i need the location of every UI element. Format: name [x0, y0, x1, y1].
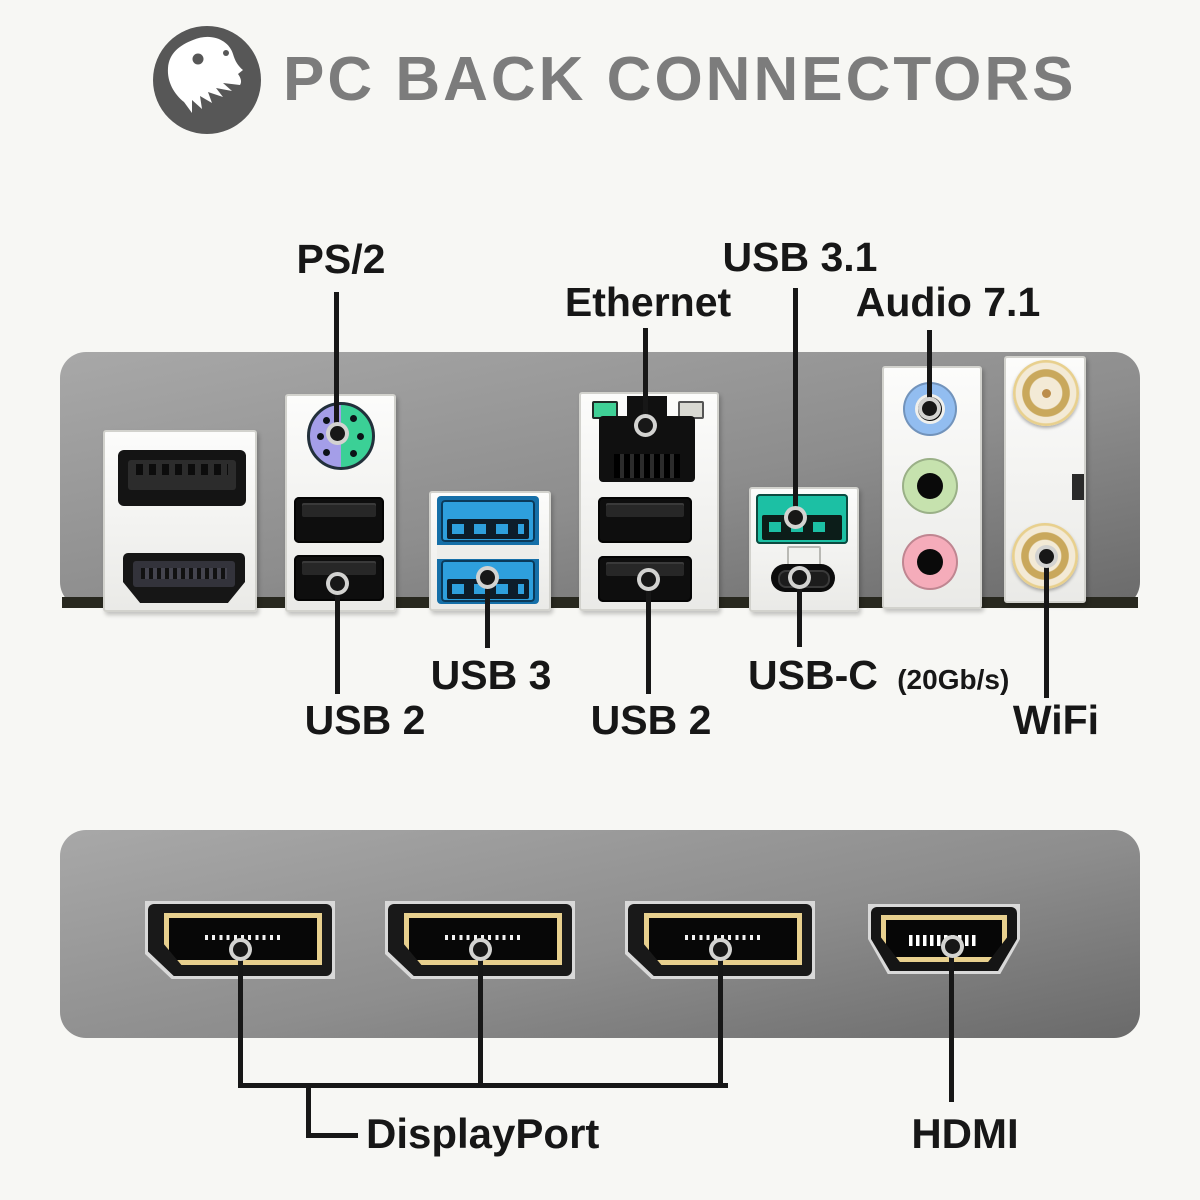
- pointer-line-wifi: [1044, 556, 1049, 698]
- audio-io-block: [882, 366, 982, 609]
- audio-jack-line-out: [902, 458, 958, 514]
- label-ethernet: Ethernet: [564, 279, 732, 325]
- pointer-line-usb31: [793, 288, 798, 517]
- usb31-usbc-io-block: [749, 487, 859, 612]
- pointer-dot-usb3: [476, 566, 499, 589]
- label-usb2-left: USB 2: [304, 697, 426, 743]
- ps2-pin: [350, 450, 357, 457]
- label-ps2: PS/2: [296, 236, 386, 282]
- page-title: PC BACK CONNECTORS: [283, 45, 1077, 114]
- jack-hole: [917, 549, 943, 575]
- label-usbc-speed: (20Gb/s): [897, 664, 1010, 695]
- dp-pins: [204, 934, 282, 940]
- label-usbc-main: USB-C: [748, 652, 878, 698]
- usb-pins: [452, 524, 524, 535]
- ps2-port: [307, 402, 375, 470]
- sma-center-pin: [1042, 389, 1052, 399]
- usb2-port: [598, 497, 692, 543]
- pointer-line-usb2-mid: [646, 579, 651, 694]
- usb-pins: [768, 522, 836, 532]
- pointer-dot-usbc: [788, 566, 811, 589]
- pointer-line-ethernet: [643, 328, 648, 425]
- wifi-bracket-notch: [1072, 474, 1084, 500]
- audio-jack-mic: [902, 534, 958, 590]
- label-usbc: USB-C (20Gb/s): [748, 652, 1010, 698]
- pointer-dot-usb31: [784, 506, 807, 529]
- label-audio71: Audio 7.1: [855, 279, 1041, 325]
- ps2-pin: [357, 433, 364, 440]
- displayport-pins: [136, 464, 228, 475]
- usb3-divider: [437, 545, 539, 559]
- pointer-dot-usb2-left: [326, 572, 349, 595]
- usb-tongue: [302, 502, 376, 517]
- ps2-pin: [350, 415, 357, 422]
- label-wifi: WiFi: [1012, 697, 1100, 743]
- pointer-dot-audio: [918, 397, 941, 420]
- usbc-tab: [787, 546, 821, 566]
- usb-tongue: [606, 502, 684, 517]
- dp-hdmi-io-block: [103, 430, 257, 612]
- jack-hole: [917, 473, 943, 499]
- pointer-line-audio: [927, 330, 932, 408]
- wifi-antenna-connector: [1013, 360, 1079, 426]
- pointer-dot-dp2: [469, 938, 492, 961]
- dp-pins: [444, 934, 522, 940]
- label-usb3: USB 3: [430, 652, 552, 698]
- pointer-dot-hdmi: [941, 935, 964, 958]
- ethernet-port: [599, 416, 695, 482]
- pointer-line-usb2-left: [335, 583, 340, 694]
- pointer-dot-dp3: [709, 938, 732, 961]
- label-hdmi: HDMI: [911, 1110, 1019, 1157]
- pointer-line-ps2: [334, 292, 339, 433]
- hdmi-pins: [141, 568, 227, 579]
- ethernet-pins: [614, 454, 680, 478]
- bracket-stub-line: [306, 1133, 358, 1138]
- bracket-line-dp2: [478, 950, 483, 1086]
- pointer-dot-usb2-mid: [637, 568, 660, 591]
- hdmi-slot: [133, 561, 235, 587]
- usb3-io-block: [429, 491, 551, 611]
- ps2-pin: [323, 449, 330, 456]
- bracket-line-dp1: [238, 950, 243, 1086]
- pointer-dot-ps2: [326, 422, 349, 445]
- bracket-horizontal: [238, 1083, 728, 1088]
- pointer-dot-dp1: [229, 938, 252, 961]
- pointer-dot-ethernet: [634, 414, 657, 437]
- ps2-pin: [323, 417, 330, 424]
- dp-pins: [684, 934, 762, 940]
- bracket-line-dp3: [718, 950, 723, 1086]
- pointer-line-hdmi: [949, 947, 954, 1102]
- usb-tongue: [302, 560, 376, 575]
- label-displayport: DisplayPort: [366, 1110, 600, 1157]
- displayport-port-small: [118, 450, 246, 506]
- usb2-port: [294, 497, 384, 543]
- ps2-pin: [317, 433, 324, 440]
- label-usb31: USB 3.1: [722, 234, 878, 280]
- label-usb2-mid: USB 2: [590, 697, 712, 743]
- pointer-line-usb3: [485, 577, 490, 648]
- t-rex-skull-icon: [153, 26, 261, 134]
- pointer-dot-wifi: [1035, 545, 1058, 568]
- bracket-drop-line: [306, 1086, 311, 1138]
- displayport-slot: [128, 460, 236, 490]
- pointer-line-usbc: [797, 577, 802, 647]
- usb3-port: [441, 500, 535, 542]
- hdmi-port-small: [123, 553, 245, 603]
- dinosaur-logo-icon: [153, 26, 261, 134]
